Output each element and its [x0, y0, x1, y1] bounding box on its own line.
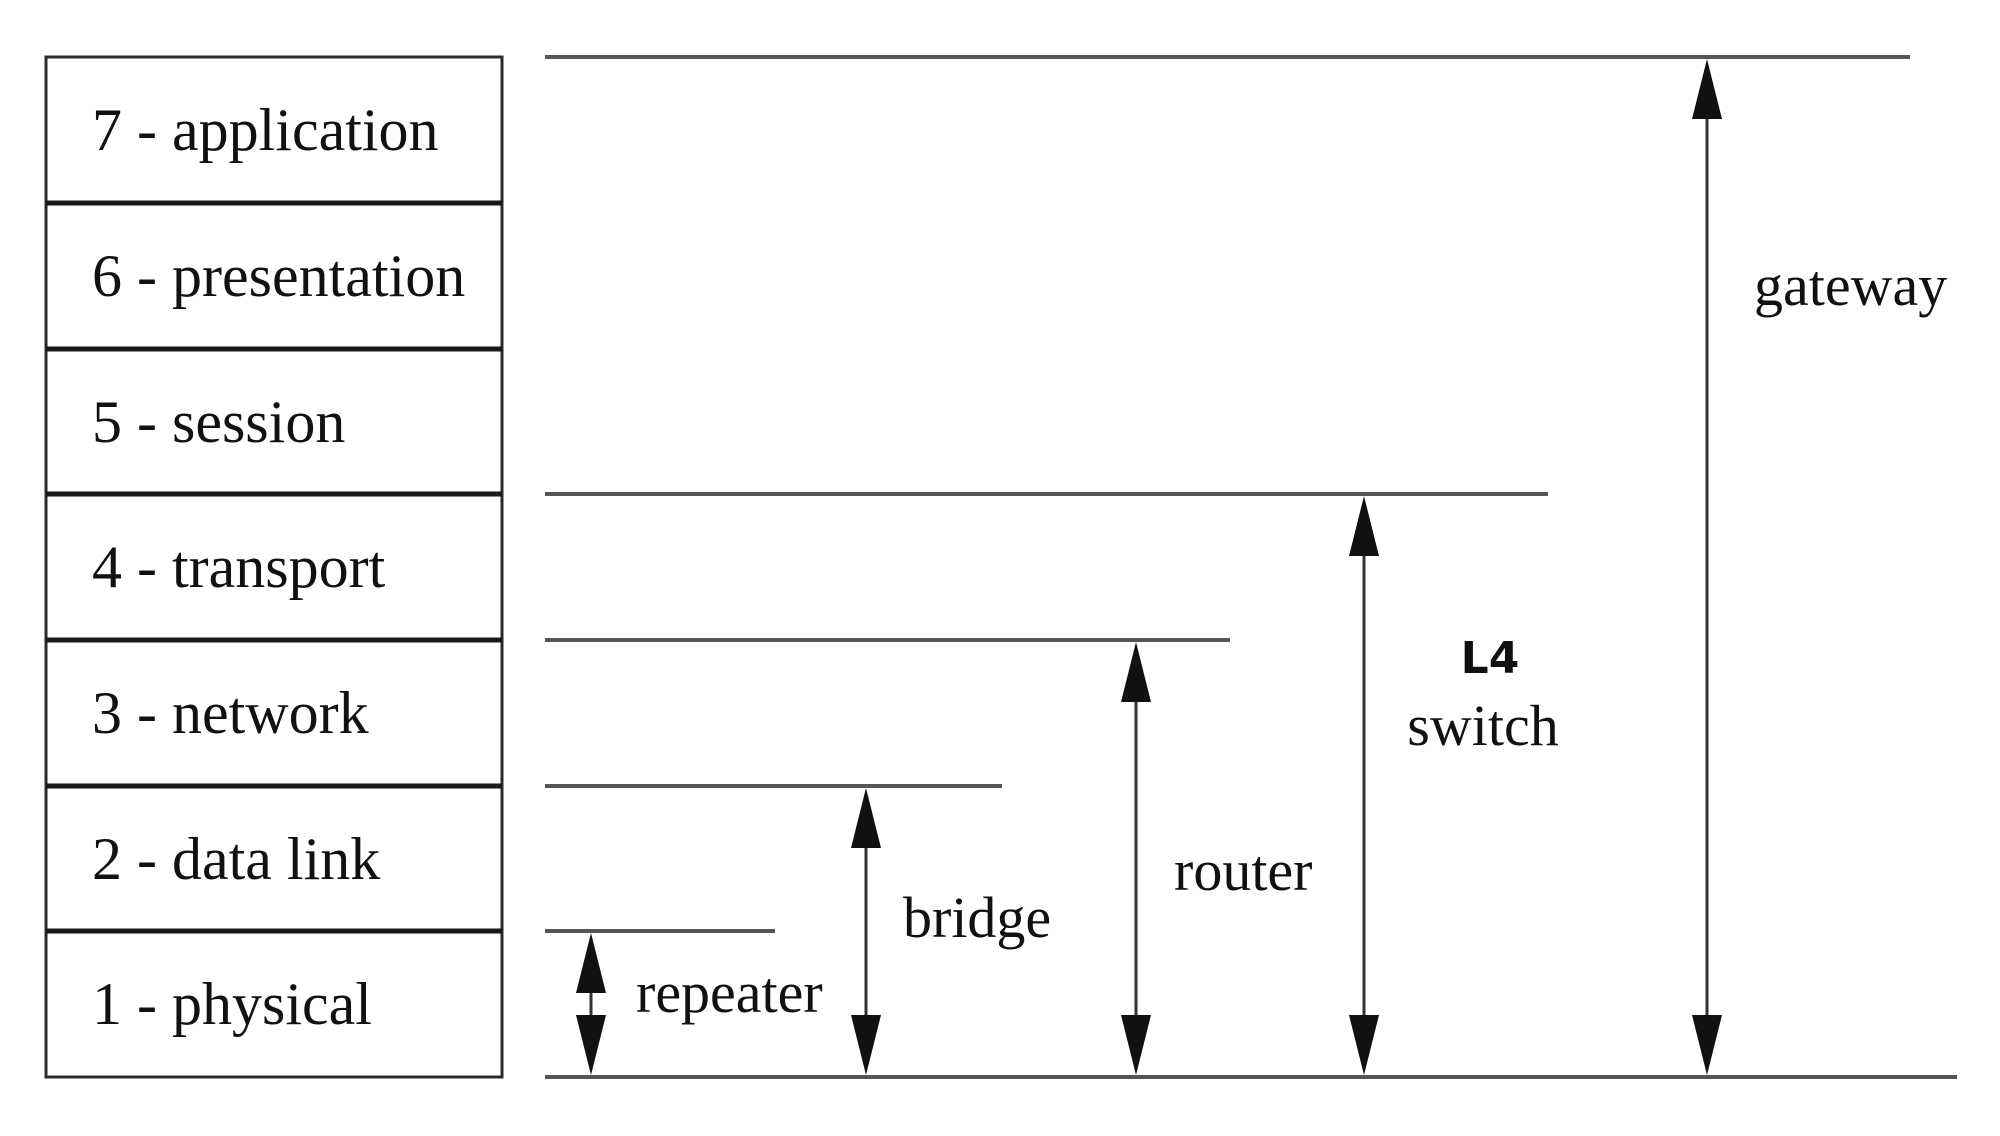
l4-switch-arrow [1349, 496, 1379, 1075]
l4-switch-label: switch [1407, 693, 1558, 758]
bridge-arrow [851, 788, 881, 1075]
repeater-label: repeater [636, 960, 823, 1025]
arrow-head-down [1692, 1015, 1722, 1075]
arrow-head-up [1692, 59, 1722, 119]
arrow-head-up [1349, 496, 1379, 556]
layer-3-network-label: 3 - network [92, 680, 369, 746]
layer-stack-frame [44, 55, 504, 1079]
arrow-head-down [1121, 1015, 1151, 1075]
arrow-head-up [576, 933, 606, 993]
layer-6-presentation-label: 6 - presentation [92, 243, 465, 309]
repeater-arrow [576, 933, 606, 1075]
layer-2-data-link-label: 2 - data link [92, 826, 380, 892]
layer-1-physical-label: 1 - physical [92, 971, 372, 1037]
level-lines [545, 55, 1957, 1079]
arrow-head-down [576, 1015, 606, 1075]
layer-4-transport-label: 4 - transport [92, 534, 386, 600]
l4-switch-bold-label: L4 [1461, 633, 1520, 684]
layer-7-application-label: 7 - application [92, 97, 439, 163]
layer-5-session-label: 5 - session [92, 389, 345, 455]
arrow-head-up [851, 788, 881, 848]
router-arrow [1121, 642, 1151, 1075]
gateway-arrow [1692, 59, 1722, 1075]
osi-layer-stack: 7 - application 6 - presentation 5 - ses… [44, 55, 504, 1079]
router-label: router [1174, 838, 1313, 903]
arrow-head-down [851, 1015, 881, 1075]
bridge-label: bridge [903, 885, 1051, 950]
arrow-head-up [1121, 642, 1151, 702]
arrow-head-down [1349, 1015, 1379, 1075]
gateway-label: gateway [1754, 253, 1947, 318]
